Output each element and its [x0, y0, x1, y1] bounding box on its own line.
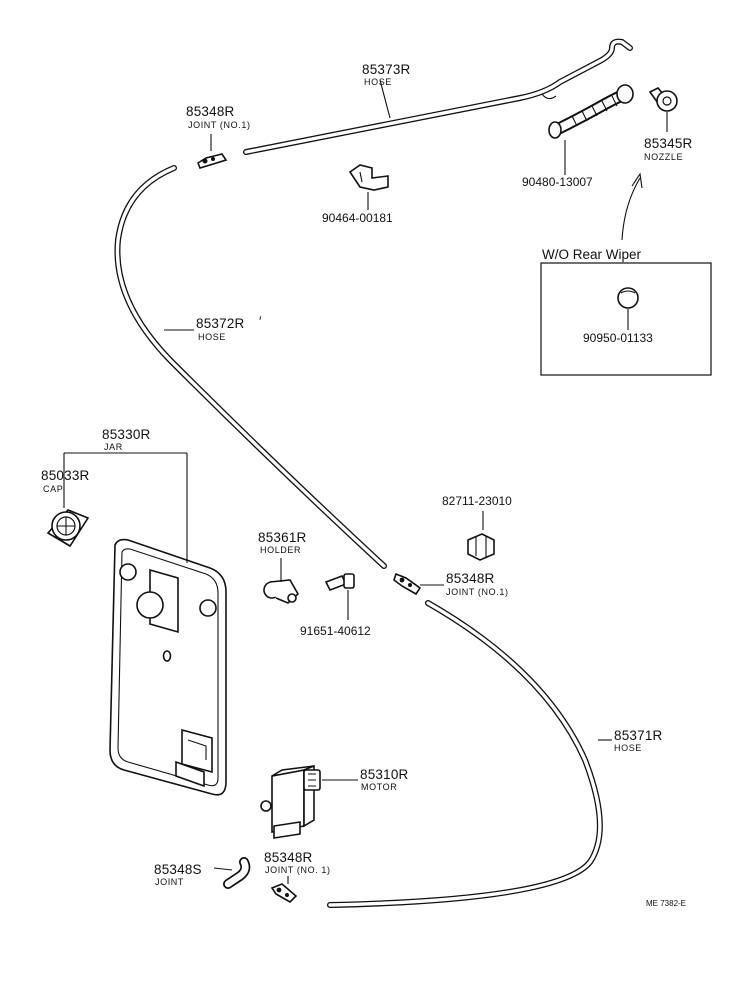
joint-top-icon [197, 153, 228, 169]
hose-middle-name: HOSE [198, 332, 226, 342]
joint-mid-name: JOINT (NO.1) [446, 587, 509, 597]
label-hose-middle: 85372R ′ HOSE [196, 314, 262, 342]
label-joint-low: 85348R JOINT (NO. 1) [264, 850, 331, 875]
drawing-code: ME 7382-E [646, 899, 686, 908]
nozzle-hose-number: 90480-13007 [522, 175, 593, 189]
upper-hose [243, 38, 633, 155]
plug-number: 90950-01133 [583, 331, 653, 345]
label-hose-upper: 85373R HOSE [362, 62, 411, 87]
hose-upper-number: 85373R [362, 62, 411, 77]
label-joint-mid: 85348R JOINT (NO.1) [446, 571, 509, 597]
joint-mid-number: 85348R [446, 571, 495, 586]
arrow-up-icon [621, 172, 643, 241]
hose-middle-mark: ′ [259, 314, 262, 329]
joint-low-number: 85348R [264, 850, 313, 865]
clip-icon [348, 164, 389, 191]
label-jar: 85330R JAR [102, 427, 151, 452]
label-joint-s: 85348S JOINT [154, 862, 202, 887]
hose-lower-number: 85371R [614, 728, 663, 743]
nozzle-name: NOZZLE [644, 152, 683, 162]
box-title: W/O Rear Wiper [542, 247, 642, 262]
label-holder: 85361R HOLDER [258, 530, 307, 555]
motor-name: MOTOR [361, 782, 397, 792]
jar-icon [109, 538, 227, 796]
holder-icon [263, 579, 300, 604]
bracket-number: 82711-23010 [442, 494, 512, 508]
bracket-icon [467, 533, 495, 561]
label-motor: 85310R MOTOR [360, 767, 409, 792]
cap-icon [46, 509, 90, 548]
holder-number: 85361R [258, 530, 307, 545]
clip-number: 90464-00181 [322, 211, 393, 225]
hose-upper-name: HOSE [364, 77, 392, 87]
motor-number: 85310R [360, 767, 409, 782]
motor-icon [260, 764, 321, 839]
joint-low-icon [270, 883, 298, 903]
nozzle-icon [648, 87, 678, 112]
lower-hose [327, 600, 603, 908]
middle-hose [114, 165, 387, 569]
cap-number: 85033R [41, 468, 90, 483]
label-nozzle: 85345R NOZZLE [644, 136, 693, 162]
w-o-rear-wiper-box [540, 262, 712, 376]
bolt-icon [324, 573, 355, 592]
cap-name: CAP [43, 484, 63, 494]
label-cap: 85033R CAP [41, 468, 90, 494]
label-hose-lower: 85371R HOSE [614, 728, 663, 753]
joint-mid-icon [393, 572, 422, 596]
jar-number: 85330R [102, 427, 151, 442]
hose-lower-name: HOSE [614, 743, 642, 753]
joint-s-number: 85348S [154, 862, 202, 877]
joint-top-name: JOINT (NO.1) [188, 120, 251, 130]
joint-top-number: 85348R [186, 104, 235, 119]
hose-middle-number: 85372R [196, 316, 245, 331]
jar-name: JAR [104, 442, 123, 452]
bolt-number: 91651-40612 [300, 624, 371, 638]
holder-name: HOLDER [260, 545, 301, 555]
joint-low-name: JOINT (NO. 1) [265, 865, 331, 875]
nozzle-hose-icon [548, 84, 634, 139]
joint-s-name: JOINT [155, 877, 184, 887]
nozzle-number: 85345R [644, 136, 693, 151]
label-joint-top: 85348R JOINT (NO.1) [186, 104, 251, 130]
joint-s-icon [223, 857, 251, 889]
